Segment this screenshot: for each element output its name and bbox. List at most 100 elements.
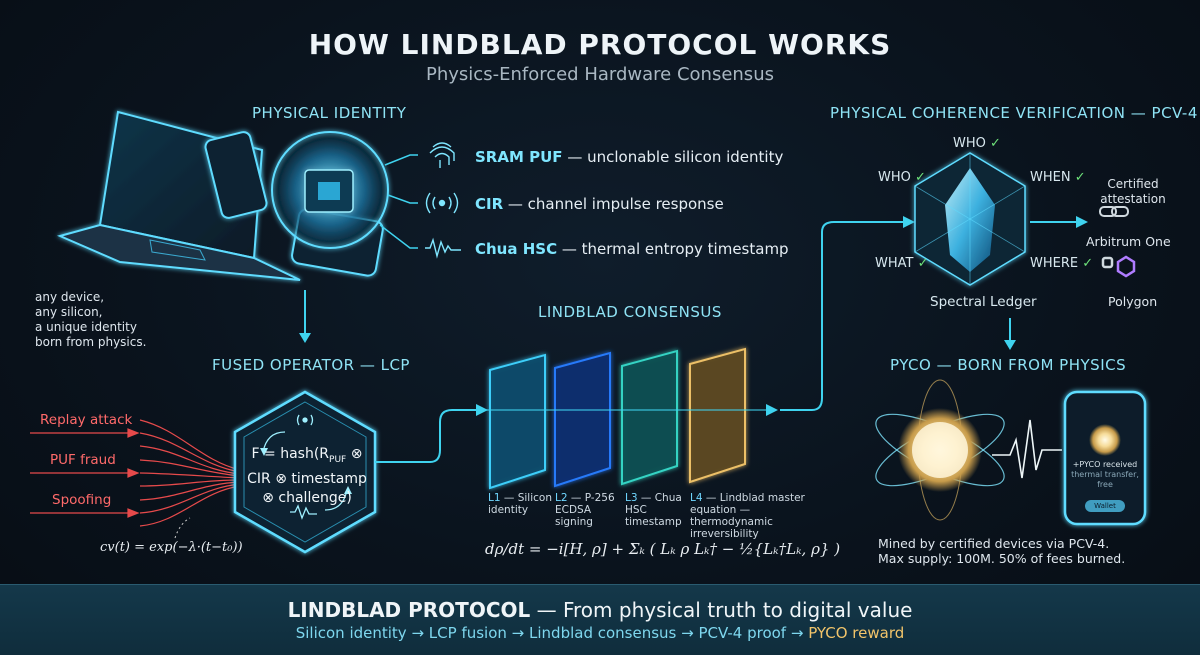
layer-id: L3 <box>625 492 638 504</box>
layer-text: ECDSA signing <box>555 504 593 528</box>
feature-name: SRAM PUF <box>475 148 563 166</box>
attack-replay: Replay attack <box>40 412 132 428</box>
chain-polygon: Polygon <box>1108 294 1157 309</box>
layer-text: — Silicon <box>501 492 552 504</box>
feature-cir: CIR — channel impulse response <box>475 195 724 213</box>
chip-sphere-icon <box>272 132 388 248</box>
pyco-orb-icon <box>867 380 1012 520</box>
attack-puf-fraud: PUF fraud <box>50 452 116 468</box>
note-line: a unique identity <box>35 320 146 335</box>
note-line: Max supply: 100M. 50% of fees burned. <box>878 551 1125 566</box>
note-line: attestation <box>1093 192 1173 207</box>
check-icon: ✓ <box>1082 256 1093 271</box>
pyco-title: PYCO — BORN FROM PHYSICS <box>890 356 1126 374</box>
layer-label-l2: L2 — P-256 ECDSA signing <box>555 492 625 528</box>
layer-text: equation — thermodynamic <box>690 504 773 528</box>
layer-label-l3: L3 — Chua HSC timestamp <box>625 492 695 528</box>
pcv-label-text: WHO <box>953 136 986 151</box>
layer-text: identity <box>488 504 528 516</box>
arrow-right-icon: → <box>676 624 698 642</box>
check-icon: ✓ <box>1075 170 1086 185</box>
feature-desc: — unclonable silicon identity <box>563 148 784 166</box>
layer-id: L4 <box>690 492 703 504</box>
note-line: born from physics. <box>35 335 146 350</box>
consensus-title: LINDBLAD CONSENSUS <box>538 303 722 321</box>
phone-line: +PYCO received <box>1068 460 1142 470</box>
chain-link-icon <box>1100 207 1128 216</box>
note-line: any device, <box>35 290 146 305</box>
formula-line: CIR ⊗ timestamp <box>237 470 377 489</box>
fingerprint-icon <box>430 143 454 168</box>
pcv-label-text: WHAT <box>875 256 913 271</box>
feature-sram-puf: SRAM PUF — unclonable silicon identity <box>475 148 783 166</box>
arrow-connector <box>375 410 478 462</box>
note-line: Mined by certified devices via PCV-4. <box>878 536 1125 551</box>
fused-operator-title: FUSED OPERATOR — LCP <box>212 356 410 374</box>
consensus-layer-1 <box>490 355 545 488</box>
layer-id: L2 <box>555 492 568 504</box>
connector-line <box>388 195 418 203</box>
layer-label-l1: L1 — Silicon identity <box>488 492 558 516</box>
layer-text: — P-256 <box>568 492 615 504</box>
note-line: Certified <box>1093 177 1173 192</box>
check-icon: ✓ <box>915 170 926 185</box>
physical-identity-title: PHYSICAL IDENTITY <box>252 104 406 122</box>
footer-flow: Silicon identity → LCP fusion → Lindblad… <box>0 624 1200 642</box>
pcv-when: WHEN ✓ <box>1030 170 1086 185</box>
feature-name: CIR <box>475 195 503 213</box>
pcv-label-text: WHO <box>878 170 911 185</box>
note-line: any silicon, <box>35 305 146 320</box>
flow-step: LCP fusion <box>429 624 507 642</box>
pcv-label-text: WHEN <box>1030 170 1071 185</box>
signal-icon <box>427 193 458 213</box>
fused-operator-formula: F = hash(RPUF ⊗ CIR ⊗ timestamp ⊗ challe… <box>237 445 377 508</box>
arrow-right-icon: → <box>507 624 529 642</box>
flow-step: Silicon identity <box>296 624 407 642</box>
certified-attestation: Certified attestation <box>1093 177 1173 207</box>
pcv-who-top: WHO ✓ <box>953 136 1001 151</box>
waveform-icon <box>425 240 461 256</box>
attack-spoofing: Spoofing <box>52 492 111 508</box>
feature-desc: — thermal entropy timestamp <box>557 240 789 258</box>
flow-step: Lindblad consensus <box>529 624 676 642</box>
feature-chua-hsc: Chua HSC — thermal entropy timestamp <box>475 240 789 258</box>
wallet-button[interactable]: Wallet <box>1085 500 1125 512</box>
consensus-layer-2 <box>555 353 610 486</box>
consensus-layer-3 <box>622 351 677 484</box>
pyco-notes: Mined by certified devices via PCV-4. Ma… <box>878 536 1125 566</box>
master-equation: dρ/dt = −i[H, ρ] + Σₖ ( Lₖ ρ Lₖ† − ½{Lₖ†… <box>485 540 840 558</box>
formula-line: ⊗ challenge) <box>237 489 377 508</box>
arrow-connector <box>780 222 905 410</box>
layer-text: — Lindblad master <box>703 492 805 504</box>
pcv-who-left: WHO ✓ <box>878 170 926 185</box>
connector-line <box>385 155 418 165</box>
decay-formula: cv(t) = exp(−λ·(t−t₀)) <box>100 540 243 555</box>
spectral-ledger-label: Spectral Ledger <box>930 294 1037 310</box>
layer-id: L1 <box>488 492 501 504</box>
pcv-where: WHERE ✓ <box>1030 256 1093 271</box>
connector-line <box>380 225 418 248</box>
device-note: any device, any silicon, a unique identi… <box>35 290 146 350</box>
page-title: HOW LINDBLAD PROTOCOL WORKS <box>0 28 1200 61</box>
formula-part: F = hash(R <box>252 446 330 462</box>
feature-name: Chua HSC <box>475 240 557 258</box>
arrow-right-icon: → <box>786 624 808 642</box>
layer-text: irreversibility <box>690 528 759 540</box>
footer-tagline: — From physical truth to digital value <box>530 598 912 622</box>
pcv-what: WHAT ✓ <box>875 256 929 271</box>
footer-main: LINDBLAD PROTOCOL — From physical truth … <box>0 598 1200 622</box>
feature-desc: — channel impulse response <box>503 195 724 213</box>
consensus-layer-4 <box>690 349 745 482</box>
check-icon: ✓ <box>918 256 929 271</box>
page-subtitle: Physics-Enforced Hardware Consensus <box>0 64 1200 85</box>
flow-step: PYCO reward <box>808 624 904 642</box>
phone-notification: +PYCO received thermal transfer, free <box>1068 460 1142 490</box>
layer-label-l4: L4 — Lindblad master equation — thermody… <box>690 492 820 540</box>
polygon-chain-icon <box>1103 257 1134 276</box>
spectral-ledger-crystal <box>915 153 1025 285</box>
pcv-label-text: WHERE <box>1030 256 1078 271</box>
check-icon: ✓ <box>990 136 1001 151</box>
footer-brand: LINDBLAD PROTOCOL <box>288 598 531 622</box>
flow-step: PCV-4 proof <box>698 624 786 642</box>
phone-line: thermal transfer, free <box>1068 470 1142 490</box>
